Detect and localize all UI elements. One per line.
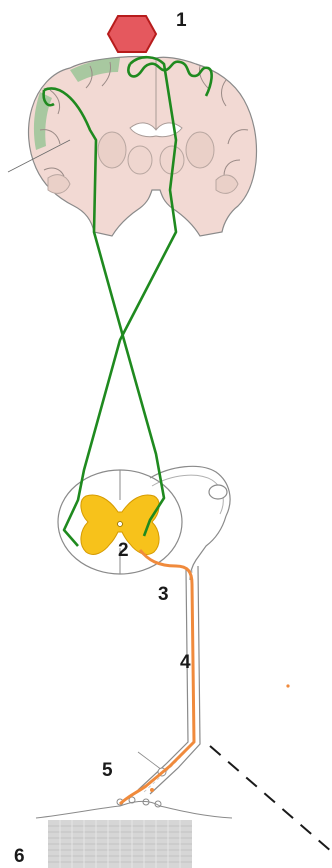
peripheral-nerve (138, 566, 200, 794)
label-5: 5 (102, 760, 113, 781)
spinal-cord-section (58, 466, 230, 580)
brain-coronal-section (8, 57, 257, 237)
label-1: 1 (176, 10, 187, 31)
label-3: 3 (158, 584, 169, 605)
label-2: 2 (118, 540, 129, 561)
nerve-branch-line (138, 752, 162, 770)
spinal-nerve-junction (190, 516, 226, 580)
muscle-fiber-membrane (36, 802, 232, 819)
dashed-cut-line (210, 746, 332, 852)
basal-ganglia-right (186, 132, 214, 168)
muscle-fiber (36, 802, 232, 868)
thalamus-left (128, 146, 152, 174)
central-canal (118, 522, 123, 527)
label-6: 6 (14, 846, 25, 867)
basal-ganglia-left (98, 132, 126, 168)
orange-speck-2 (150, 788, 154, 792)
label-4: 4 (180, 652, 191, 673)
orange-speck (286, 684, 289, 687)
hexagon-marker-icon (108, 16, 156, 52)
dorsal-root-ganglion (209, 485, 227, 499)
